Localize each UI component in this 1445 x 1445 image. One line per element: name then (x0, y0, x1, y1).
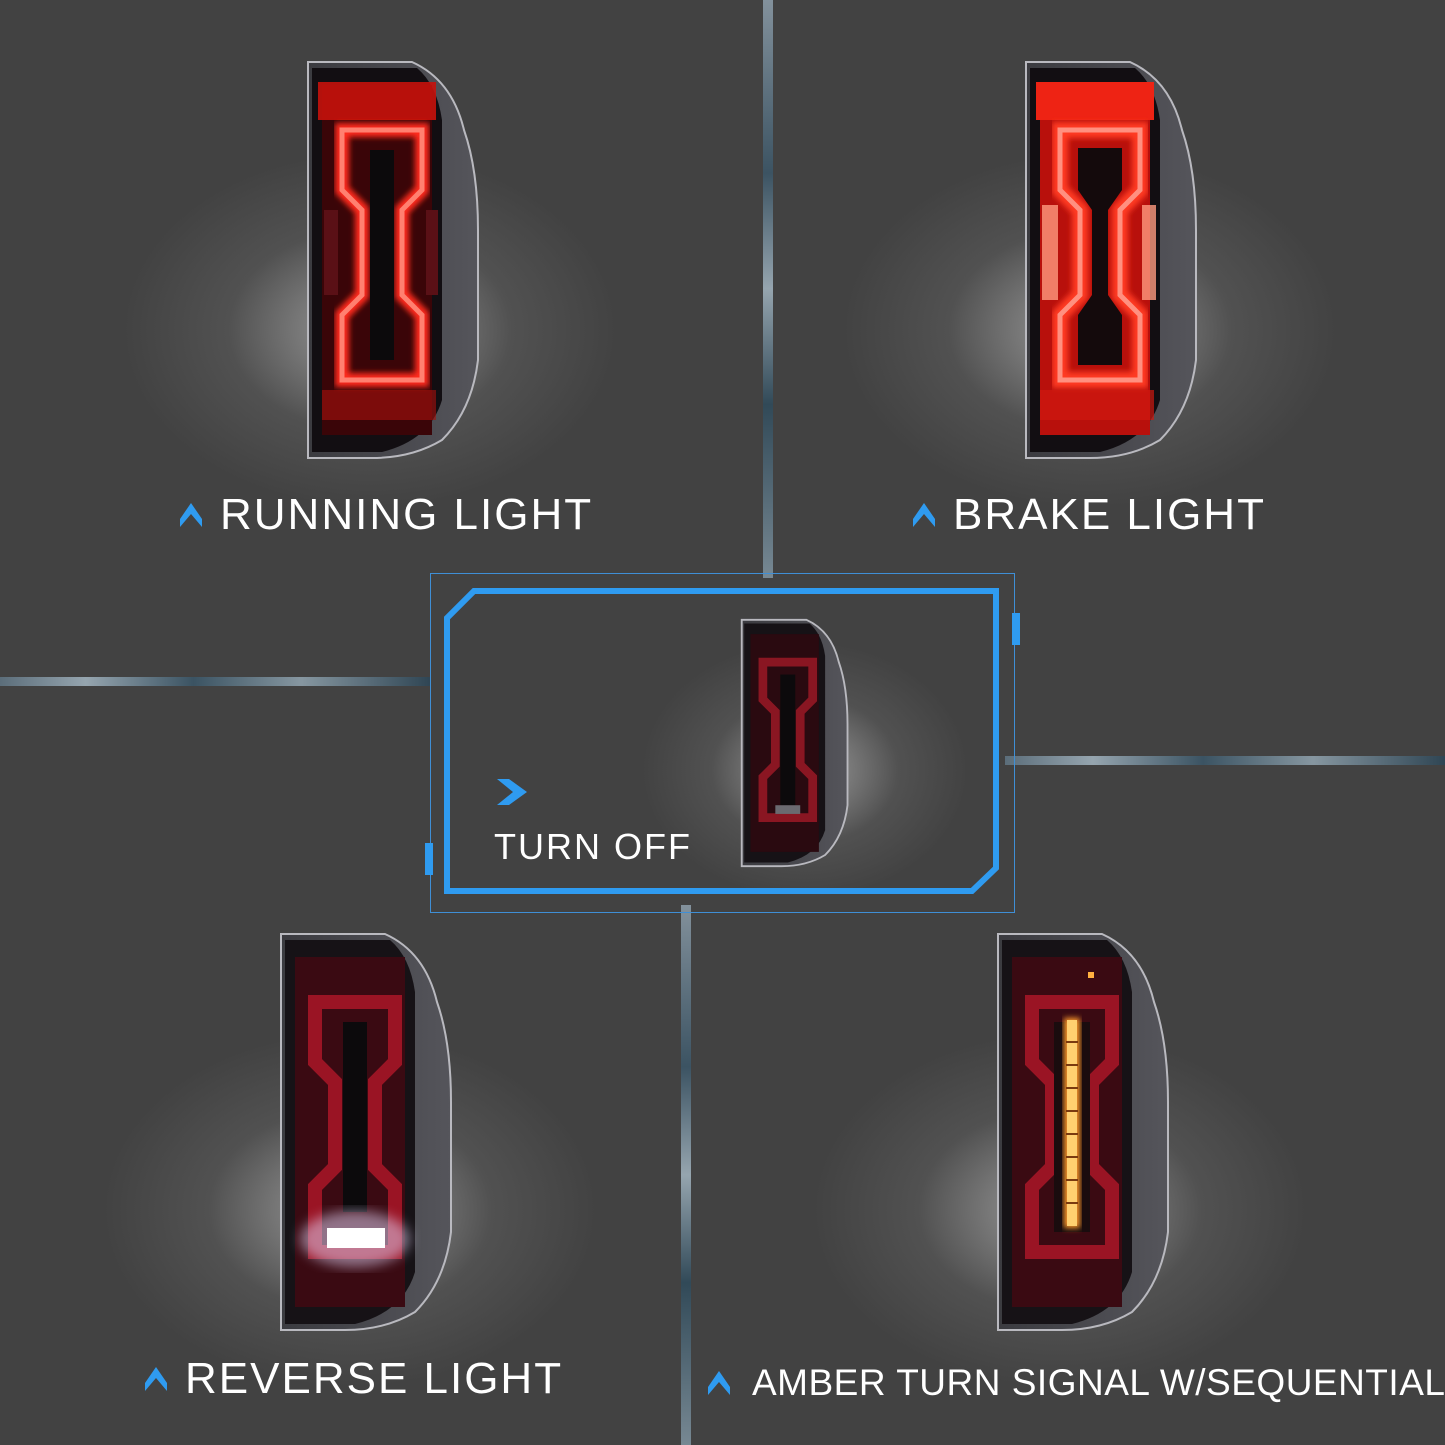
tail-light-reverse (280, 933, 452, 1331)
label-amber-turn-signal: AMBER TURN SIGNAL W/SEQUENTIAL (708, 1362, 1445, 1404)
running-light-text: RUNNING LIGHT (220, 490, 594, 539)
left-horizontal-divider (0, 677, 430, 686)
chevron-up-icon (913, 503, 935, 527)
frame-tick-left (425, 843, 433, 875)
tail-light-off (740, 618, 849, 868)
chevron-up-icon (145, 1367, 167, 1391)
amber-turn-signal-text: AMBER TURN SIGNAL W/SEQUENTIAL (752, 1362, 1445, 1403)
top-vertical-divider (763, 0, 773, 578)
reverse-light-text: REVERSE LIGHT (185, 1354, 564, 1403)
turn-off-frame-outer (430, 573, 1015, 913)
right-horizontal-divider (1005, 756, 1445, 765)
turn-off-frame (444, 588, 999, 894)
label-brake-light: BRAKE LIGHT (913, 490, 1266, 540)
tail-light-brake (1025, 61, 1197, 459)
tail-light-running (307, 61, 479, 459)
brake-light-text: BRAKE LIGHT (953, 490, 1266, 539)
turn-off-text: TURN OFF (494, 826, 692, 867)
tail-light-turn (997, 933, 1169, 1331)
bottom-vertical-divider (681, 905, 691, 1445)
chevron-right-icon (497, 779, 527, 805)
chevron-up-icon (180, 503, 202, 527)
label-turn-off: TURN OFF (494, 826, 692, 868)
frame-tick-right (1012, 613, 1020, 645)
label-reverse-light: REVERSE LIGHT (145, 1354, 563, 1404)
label-running-light: RUNNING LIGHT (180, 490, 593, 540)
chevron-up-icon (708, 1371, 730, 1395)
